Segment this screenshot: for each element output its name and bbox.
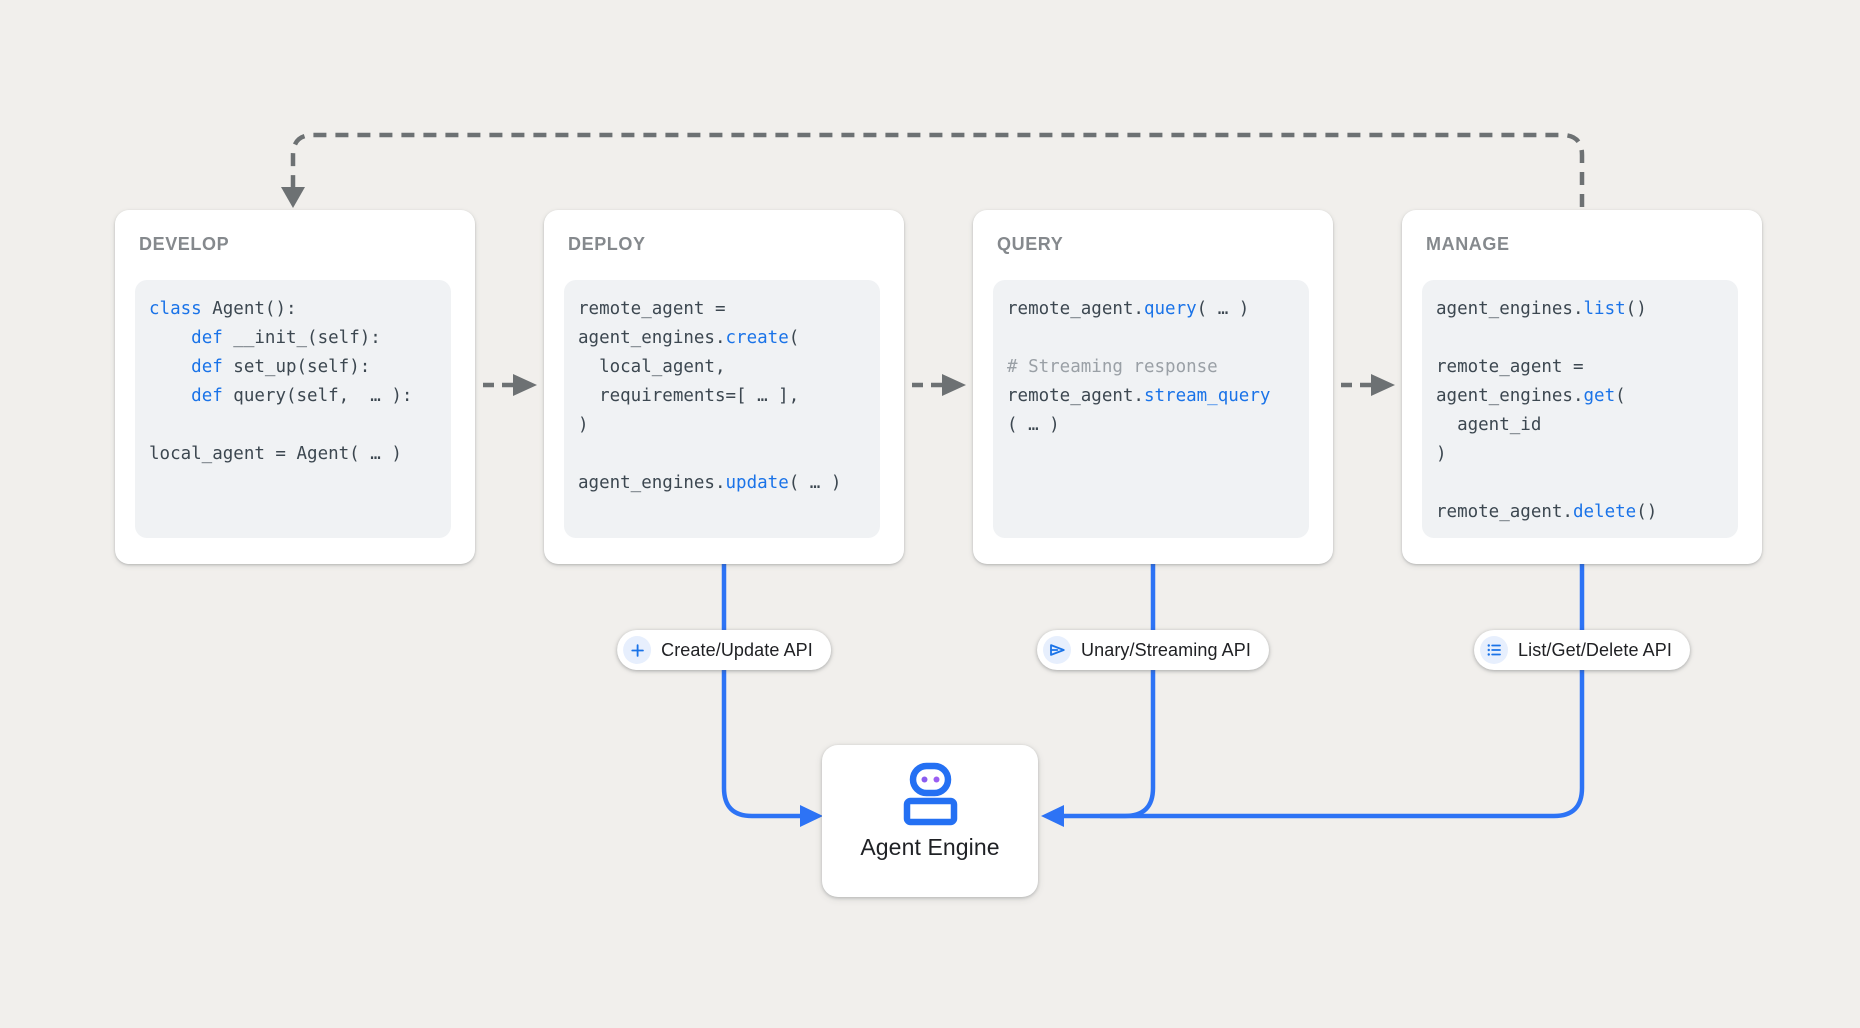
api-badge-create-update: Create/Update API [617, 630, 831, 670]
send-icon [1043, 636, 1072, 664]
code-line: remote_agent = [578, 299, 726, 319]
stage-title: QUERY [997, 234, 1064, 254]
code-line [1436, 469, 1724, 498]
code-line: def query(self, … ): [191, 386, 413, 406]
deploy-to-query-arrowhead [942, 374, 966, 396]
code-line: local_agent = Agent( … ) [149, 444, 402, 464]
stage-card-manage: MANAGE agent_engines.list() remote_agent… [1402, 210, 1762, 564]
develop-to-deploy-arrowhead [513, 374, 537, 396]
list-icon [1480, 636, 1509, 664]
agent-engine-card: Agent Engine [822, 745, 1038, 897]
engine-left-arrowhead [800, 805, 823, 827]
code-block: remote_agent = agent_engines.create( loca… [564, 280, 880, 538]
badge-label: List/Get/Delete API [1518, 639, 1672, 660]
code-line: requirements=[ … ], [578, 386, 800, 406]
agent-engine-label: Agent Engine [860, 834, 1000, 860]
stage-title: MANAGE [1426, 234, 1510, 254]
code-block: agent_engines.list() remote_agent = agent… [1422, 280, 1738, 538]
code-block: remote_agent.query( … ) # Streaming resp… [993, 280, 1309, 538]
api-badge-list-get-delete: List/Get/Delete API [1474, 630, 1690, 670]
code-block: class Agent(): def __init_(self): def se… [135, 280, 451, 538]
code-line: local_agent, [578, 357, 726, 377]
code-line: ( … ) [1007, 415, 1060, 435]
manage-to-engine-line [1064, 564, 1585, 819]
api-badge-unary-streaming: Unary/Streaming API [1037, 630, 1269, 670]
query-to-manage-arrowhead [1371, 374, 1395, 396]
query-to-engine-line [1100, 564, 1156, 819]
code-line [1007, 324, 1295, 353]
code-line: agent_engines.get( [1436, 386, 1626, 406]
deploy-to-engine-line [721, 564, 800, 819]
code-line: agent_engines.create( [578, 328, 800, 348]
code-line: ) [578, 415, 589, 435]
engine-right-arrowhead [1041, 805, 1064, 827]
manage-to-develop-dashed-line [290, 132, 1585, 207]
badge-label: Unary/Streaming API [1081, 639, 1251, 660]
code-line: remote_agent.delete() [1436, 502, 1658, 522]
code-line: class Agent(): [149, 299, 297, 319]
code-line: remote_agent.stream_query [1007, 386, 1271, 406]
stage-card-deploy: DEPLOY remote_agent = agent_engines.creat… [544, 210, 904, 564]
code-line: def __init_(self): [191, 328, 381, 348]
plus-icon [623, 636, 652, 664]
code-line: # Streaming response [1007, 357, 1218, 377]
code-line [149, 411, 437, 440]
code-line: remote_agent = [1436, 357, 1584, 377]
badge-label: Create/Update API [661, 639, 813, 660]
code-line: remote_agent.query( … ) [1007, 299, 1250, 319]
robot-icon [897, 762, 963, 826]
code-line: agent_engines.update( … ) [578, 473, 842, 493]
stage-card-query: QUERY remote_agent.query( … ) # Streamin… [973, 210, 1333, 564]
code-line: def set_up(self): [191, 357, 371, 377]
stage-title: DEPLOY [568, 234, 646, 254]
stage-title: DEVELOP [139, 234, 230, 254]
code-line [578, 440, 866, 469]
manage-to-develop-arrowhead [281, 187, 305, 208]
code-line: ) [1436, 444, 1447, 464]
stage-card-develop: DEVELOP class Agent(): def __init_(self)… [115, 210, 475, 564]
code-line [1436, 324, 1724, 353]
code-line: agent_id [1436, 415, 1542, 435]
code-line: agent_engines.list() [1436, 299, 1647, 319]
